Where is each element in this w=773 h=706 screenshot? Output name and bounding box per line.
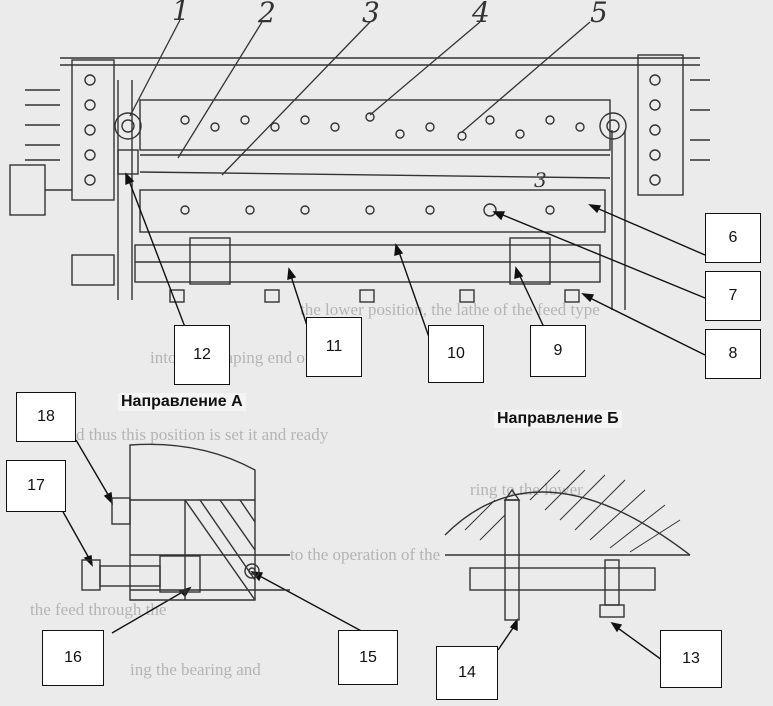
callout-10: 10 [428,325,484,383]
hw-label-5: 5 [590,0,608,29]
pivot-block-12 [117,149,139,175]
hw-label-4: 4 [472,0,490,29]
ghost-text-5: to the operation of the [290,545,441,564]
clamp-block-left [189,237,231,285]
ghost-text-6: the feed through the [30,600,167,619]
callout-8: 8 [705,329,761,379]
callout-14: 14 [436,646,498,700]
left-pivot [114,112,142,140]
callout-15: 15 [338,630,398,685]
ghost-text-7: ing the bearing and [130,660,261,679]
lower-fasteners [180,203,555,217]
right-pivot [599,112,627,140]
feet [169,289,580,303]
left-frame [71,59,115,201]
callout-18: 18 [16,392,76,442]
view-b-detail [444,469,691,621]
callout-9: 9 [530,325,586,377]
base-plate [469,567,656,591]
ghost-text-4: ring to the lower [470,480,583,499]
hw-label-1: 1 [172,0,190,27]
right-brackets [690,79,710,161]
part-16-block [159,555,201,593]
arc-body [444,491,691,556]
view-a-detail [81,443,290,601]
upper-fasteners [180,112,585,141]
callout-17: 17 [6,460,66,512]
callout-11: 11 [306,317,362,377]
lower-beam [139,189,606,233]
part-15 [244,563,260,579]
upper-beam [139,99,611,151]
callout-16: 16 [42,630,104,686]
part-18 [111,497,131,525]
view-a-title: Направление А [118,393,246,411]
part-14-pin [504,499,520,621]
ghost-text-3: and thus this position is set it and rea… [60,425,329,444]
right-frame [637,54,684,196]
ghost-text-1: the lower position, the lathe of the fee… [300,300,600,319]
callout-13: 13 [660,630,722,688]
callout-6: 6 [705,213,761,263]
handwritten-leaders [129,19,591,176]
part-13-bolt [604,559,620,606]
motor-box [9,164,46,216]
hw-inline-mark: 3 [534,168,547,192]
left-brackets [25,89,60,161]
hw-label-2: 2 [258,0,276,29]
left-frame-foot [71,254,115,286]
clamp-block-right [509,237,551,285]
callout-7: 7 [705,271,761,321]
view-b-title: Направление Б [494,410,622,428]
hw-label-3: 3 [362,0,380,29]
base-bar [134,244,601,283]
frame-fasteners [84,74,661,186]
lower-knife [139,171,611,179]
callout-12: 12 [174,325,230,385]
